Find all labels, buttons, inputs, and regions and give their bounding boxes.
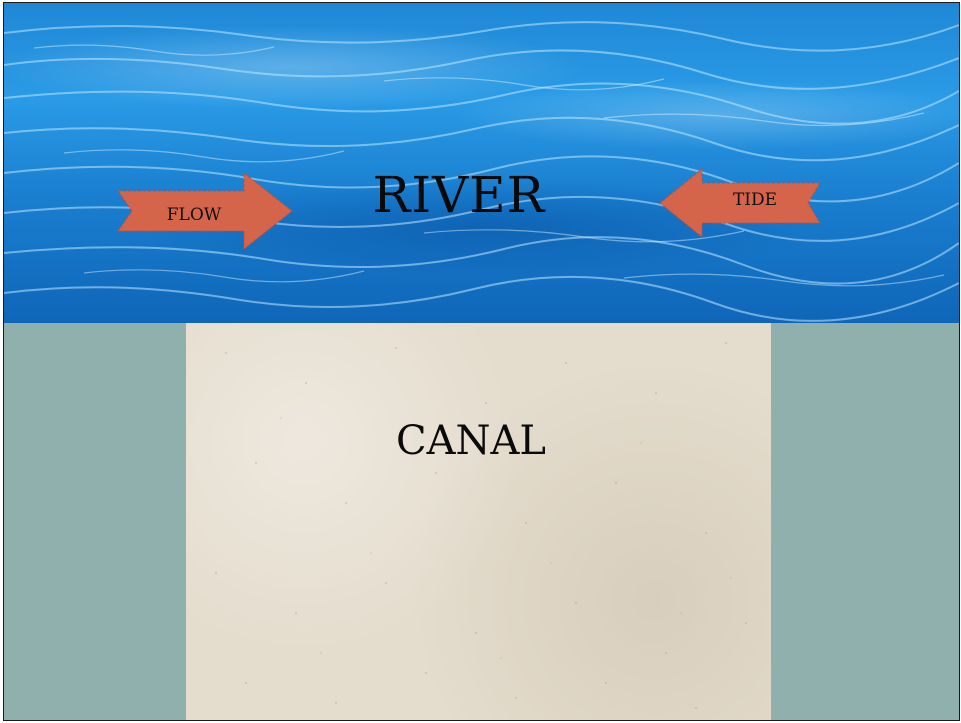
water-ripples [4,3,959,323]
canal-area: CANAL [186,323,771,720]
sand-texture [186,323,771,720]
tide-arrow: TIDE [658,167,822,239]
tide-label: TIDE [673,190,837,210]
canal-label: CANAL [186,418,756,464]
diagram-slide: FLOW RIVER TIDE [3,2,960,721]
river-area: FLOW RIVER TIDE [4,3,959,323]
